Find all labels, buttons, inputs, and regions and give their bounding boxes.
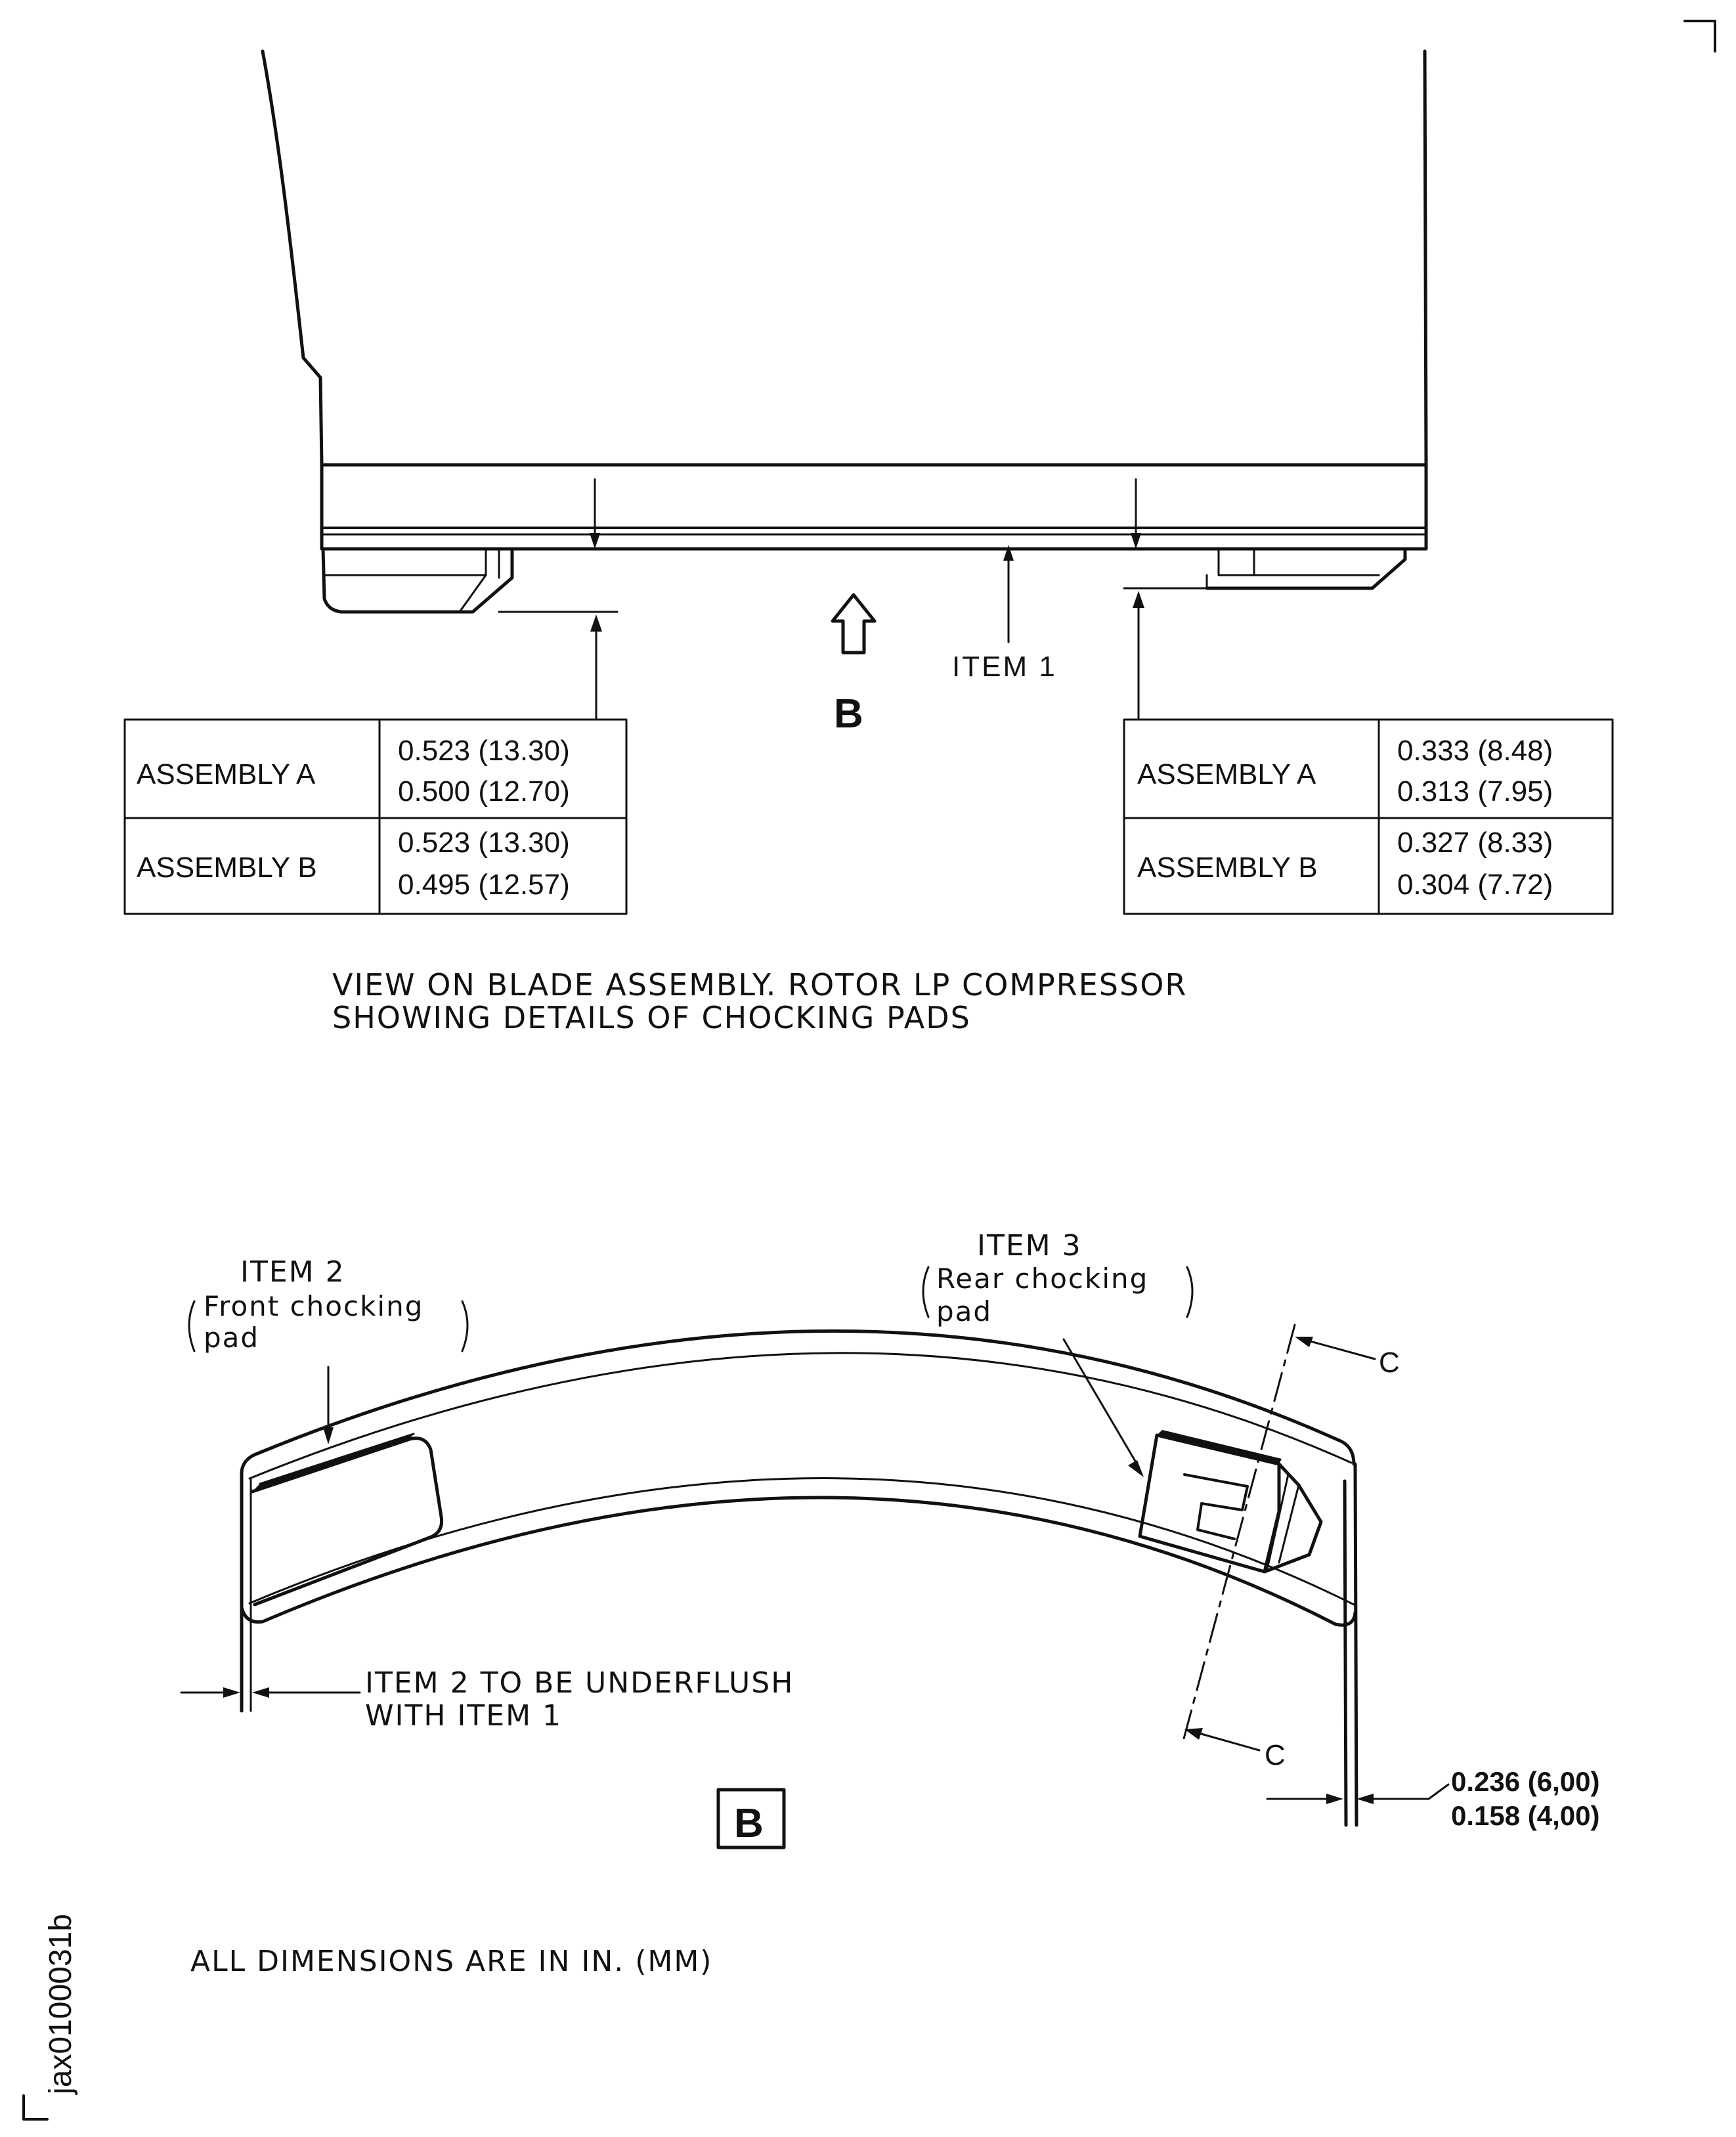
- section-c-lower-arrow-line: [1198, 1732, 1261, 1752]
- platform-arrowhead-right: [1131, 533, 1141, 549]
- item1-label: ITEM 1: [952, 651, 1057, 683]
- thickness-arrowhead-right: [1356, 1794, 1374, 1804]
- section-c-upper-arrow-line: [1307, 1339, 1376, 1360]
- item3-desc-line2: pad: [936, 1295, 992, 1328]
- ring-right-edge-outer: [1353, 1462, 1358, 1827]
- item3-title: ITEM 3: [977, 1229, 1082, 1263]
- item2-desc-line1: Front chocking: [204, 1290, 423, 1322]
- table-right-row2-min: 0.304 (7.72): [1397, 869, 1553, 901]
- view-b-drawing: [180, 1266, 1450, 1849]
- thickness-leader-bend: [1427, 1783, 1450, 1800]
- corner-mark-bottom-left: [22, 2094, 49, 2121]
- underflush-arrowhead-right: [252, 1687, 269, 1698]
- item2-desc-line2: pad: [204, 1322, 259, 1354]
- item3-leader-arrowhead: [1128, 1460, 1144, 1477]
- corner-mark-top-right: [1683, 20, 1716, 53]
- item3-bracket-left: [922, 1266, 930, 1318]
- item2-bracket-right: [461, 1300, 469, 1352]
- left-leader-arrowhead: [590, 615, 602, 632]
- item1-leader-arrowhead: [1003, 545, 1014, 561]
- ring-inner-edge: [240, 1496, 1357, 1627]
- front-pad-shading: [252, 1434, 414, 1492]
- platform-arrowhead-left: [590, 533, 600, 549]
- dimension-table-left: ASSEMBLY A 0.523 (13.30) 0.500 (12.70) A…: [123, 718, 628, 915]
- view-caption-line1: VIEW ON BLADE ASSEMBLY. ROTOR LP COMPRES…: [332, 967, 1187, 1003]
- section-c-lower-arrowhead: [1184, 1728, 1203, 1740]
- thickness-arrowhead-left: [1326, 1794, 1343, 1804]
- blade-left-edge: [261, 49, 324, 467]
- rear-pad-wedge-line-2: [1278, 1484, 1300, 1564]
- view-b-box-letter: B: [734, 1801, 764, 1846]
- thickness-tol-max: 0.236 (6,00): [1451, 1766, 1600, 1797]
- front-pad-side-view: [321, 547, 514, 614]
- right-leader-arrowhead: [1133, 591, 1144, 608]
- table-right-row1-assembly: ASSEMBLY A: [1137, 758, 1316, 790]
- ring-outer-edge-inner: [248, 1352, 1353, 1480]
- view-letter-b: B: [834, 691, 863, 737]
- rear-pad-shading: [1157, 1430, 1282, 1464]
- view-b-label-box: [716, 1788, 786, 1849]
- table-left-row2-max: 0.523 (13.30): [398, 827, 570, 859]
- table-right-row2-max: 0.327 (8.33): [1397, 827, 1553, 859]
- underflush-note-line1: ITEM 2 TO BE UNDERFLUSH: [365, 1666, 794, 1700]
- ring-outer-edge: [240, 1329, 1356, 1474]
- table-left-row1-assembly: ASSEMBLY A: [137, 758, 316, 790]
- underflush-arrowhead-left: [223, 1687, 240, 1698]
- table-left-row2-assembly: ASSEMBLY B: [137, 852, 317, 884]
- figure-id: jax0100031b: [43, 1914, 78, 2096]
- underflush-note-line2: WITH ITEM 1: [365, 1699, 562, 1733]
- table-left-border: [123, 718, 628, 915]
- table-left-row1-min: 0.500 (12.70): [398, 775, 570, 808]
- item2-title: ITEM 2: [240, 1255, 345, 1289]
- front-chocking-pad: [250, 1436, 444, 1607]
- item3-leader-line: [1062, 1338, 1140, 1468]
- rear-pad-wedge-outer: [1263, 1462, 1323, 1574]
- table-left-row1-max: 0.523 (13.30): [398, 735, 570, 767]
- rear-pad-block: [1217, 548, 1255, 576]
- table-right-border: [1123, 718, 1614, 915]
- front-pad-chamfer: [458, 548, 487, 613]
- table-right-row1-min: 0.313 (7.95): [1397, 775, 1553, 808]
- section-c-lower-label: C: [1265, 1739, 1286, 1771]
- table-right-row1-max: 0.333 (8.48): [1397, 735, 1553, 767]
- section-line-c-c: [1182, 1324, 1296, 1742]
- rear-pad-side-view: [1205, 547, 1407, 590]
- item2-leader-arrowhead: [323, 1427, 334, 1444]
- rear-pad-slot: [1183, 1473, 1249, 1540]
- blade-platform: [320, 463, 1428, 551]
- rear-pad-wedge-line-1: [1266, 1473, 1290, 1570]
- table-right-row2-assembly: ASSEMBLY B: [1137, 852, 1318, 884]
- units-note: ALL DIMENSIONS ARE IN IN. (MM): [190, 1945, 712, 1978]
- item3-desc-line1: Rear chocking: [936, 1263, 1148, 1295]
- section-c-upper-arrowhead: [1295, 1337, 1313, 1347]
- thickness-tol-min: 0.158 (4,00): [1451, 1800, 1600, 1831]
- item2-bracket-left: [188, 1300, 196, 1352]
- section-c-upper-label: C: [1379, 1347, 1400, 1379]
- dimension-table-right: ASSEMBLY A 0.333 (8.48) 0.313 (7.95) ASS…: [1123, 718, 1614, 915]
- ring-right-edge-inner: [1343, 1479, 1348, 1827]
- blade-assembly-view: [261, 49, 1428, 721]
- view-direction-arrow-icon: [831, 593, 877, 655]
- blade-right-edge: [1423, 49, 1428, 467]
- view-caption-line2: SHOWING DETAILS OF CHOCKING PADS: [332, 1000, 971, 1035]
- table-left-row2-min: 0.495 (12.57): [398, 869, 570, 901]
- item3-bracket-right: [1186, 1266, 1194, 1318]
